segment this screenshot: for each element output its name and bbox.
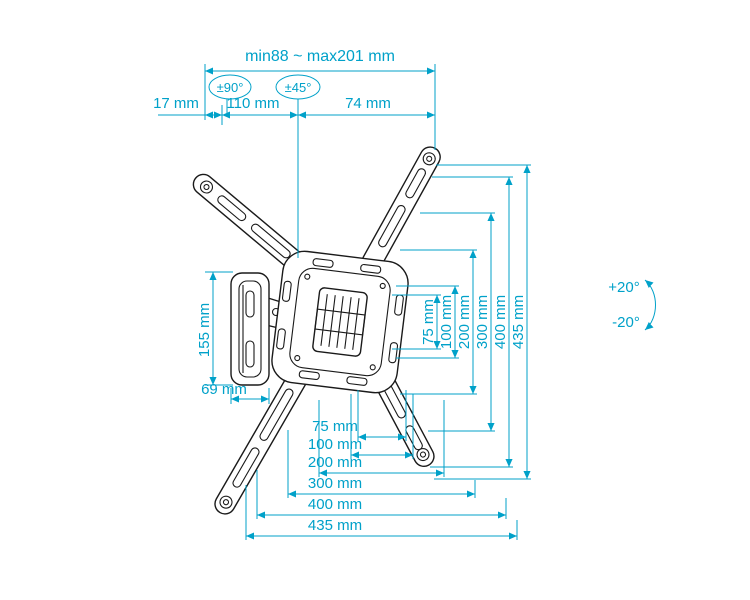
- arm-upper-right: [361, 146, 441, 273]
- dim-tilt-down-label: -20°: [612, 314, 640, 331]
- dim-17mm-label: 17 mm: [153, 95, 199, 112]
- dim-vesa-h-300-label: 300 mm: [308, 475, 362, 492]
- dim-vesa-h-100-label: 100 mm: [308, 436, 362, 453]
- dim-vesa-h-400-label: 400 mm: [308, 496, 362, 513]
- dim-rotation-angle-label: ±45°: [285, 80, 312, 95]
- dim-vesa-h-75-label: 75 mm: [312, 418, 358, 435]
- arm-upper-left: [192, 173, 314, 279]
- dim-vesa-v-200-label: 200 mm: [456, 295, 473, 349]
- dim-vesa-h-200-label: 200 mm: [308, 454, 362, 471]
- dim-110mm-label: 110 mm: [226, 95, 279, 112]
- dim-tilt-up-label: +20°: [608, 279, 639, 296]
- dim-swivel-angle-label: ±90°: [217, 80, 244, 95]
- dim-vesa-v-300-label: 300 mm: [474, 295, 491, 349]
- swivel-angle-oval: [208, 74, 252, 100]
- wall-plate: [230, 272, 270, 386]
- dim-vesa-v-100-label: 100 mm: [438, 295, 455, 349]
- tilt-arc-arrow: [644, 279, 656, 331]
- dim-vesa-v-75-label: 75 mm: [420, 299, 437, 345]
- dim-155mm-label: 155 mm: [196, 303, 213, 357]
- dim-vesa-h-435-label: 435 mm: [308, 517, 362, 534]
- dim-74mm-label: 74 mm: [345, 95, 391, 112]
- vesa-plate: [271, 250, 409, 394]
- dimension-layer: min88 ~ max201 mm ±90° ±45° 17 mm 110 mm…: [153, 48, 656, 540]
- dim-extension-range-label: min88 ~ max201 mm: [245, 48, 395, 65]
- dim-vesa-v-400-label: 400 mm: [492, 295, 509, 349]
- dim-vesa-v-435-label: 435 mm: [510, 295, 527, 349]
- dim-69mm-label: 69 mm: [201, 381, 247, 398]
- arm-lower-left: [214, 363, 311, 515]
